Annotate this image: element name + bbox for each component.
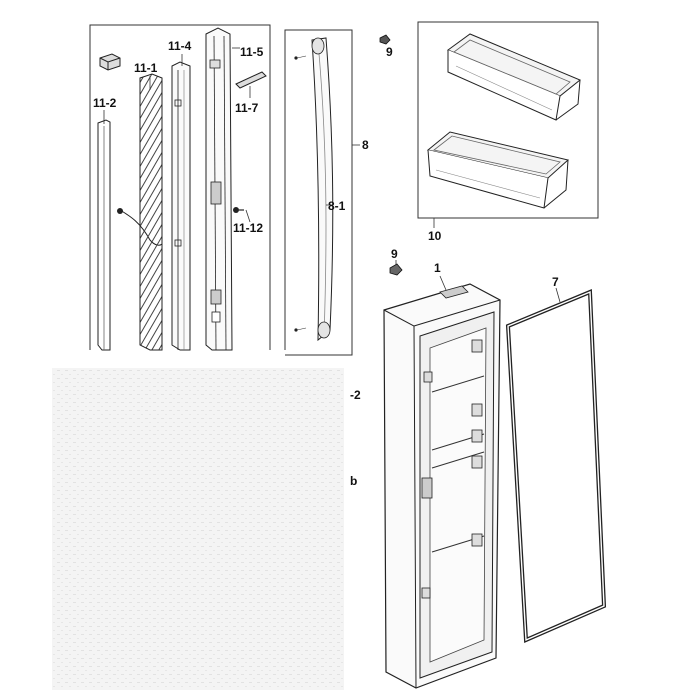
screw-9-top: 9 bbox=[379, 34, 393, 59]
door-assembly: 1 bbox=[383, 261, 501, 689]
strip-11-5 bbox=[205, 27, 233, 351]
bins-group: 10 bbox=[417, 21, 599, 243]
screw-9-mid: 9 bbox=[389, 247, 403, 276]
label-b-partial: b bbox=[350, 474, 357, 488]
label-7: 7 bbox=[552, 275, 559, 289]
screw-11-12 bbox=[233, 207, 244, 213]
screw-top bbox=[294, 56, 298, 60]
cap-part bbox=[99, 53, 121, 71]
label-8: 8 bbox=[362, 138, 369, 152]
handle-group-frame bbox=[284, 29, 353, 356]
label-11-4: 11-4 bbox=[168, 39, 192, 53]
door-bin-lower bbox=[426, 131, 570, 209]
bar-11-7 bbox=[235, 71, 267, 89]
door-bin-upper bbox=[446, 33, 581, 121]
obscured-region bbox=[52, 368, 344, 690]
strip-11-4 bbox=[171, 61, 191, 351]
screw-bottom bbox=[294, 328, 298, 332]
label-9-mid: 9 bbox=[391, 247, 398, 261]
trim-group: 11-2 11-1 11-4 11-5 11-7 11-12 bbox=[89, 24, 271, 351]
label-2-partial: -2 bbox=[350, 388, 361, 402]
label-11-7: 11-7 bbox=[235, 101, 259, 115]
handle-8-1 bbox=[311, 37, 334, 342]
handle-group: 8 8-1 bbox=[284, 29, 369, 356]
label-11-5: 11-5 bbox=[240, 45, 264, 59]
label-1: 1 bbox=[434, 261, 441, 275]
trim-group-frame bbox=[89, 24, 271, 350]
label-11-2: 11-2 bbox=[93, 96, 117, 110]
label-8-1: 8-1 bbox=[328, 199, 346, 213]
door-gasket: 7 bbox=[505, 275, 607, 643]
label-10: 10 bbox=[428, 229, 442, 243]
strip-11-1 bbox=[139, 73, 163, 351]
label-9-top: 9 bbox=[386, 45, 393, 59]
bins-group-frame bbox=[417, 21, 599, 219]
label-11-12: 11-12 bbox=[233, 221, 263, 235]
label-11-1: 11-1 bbox=[134, 61, 158, 75]
leaders-trim bbox=[103, 47, 251, 223]
